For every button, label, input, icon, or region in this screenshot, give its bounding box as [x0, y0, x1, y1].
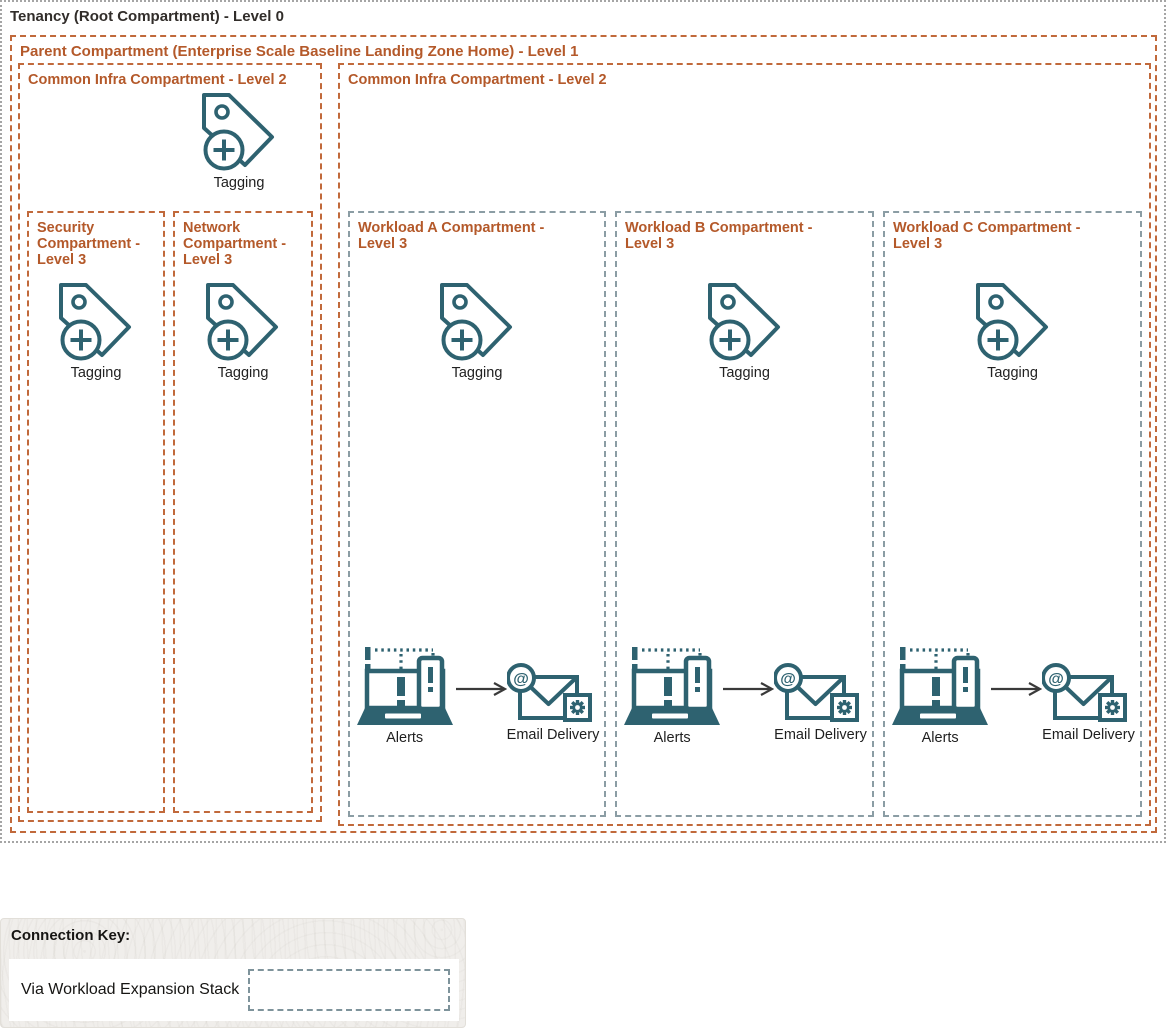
tagging-icon — [59, 283, 131, 361]
legend-item: Via Workload Expansion Stack — [9, 959, 459, 1021]
common-infra-right-title: Common Infra Compartment - Level 2 — [348, 72, 607, 88]
common-infra-compartment-right: Common Infra Compartment - Level 2 Workl… — [338, 63, 1151, 826]
tagging-label: Tagging — [70, 365, 122, 381]
workload-a-title: Workload A Compartment - Level 3 — [358, 220, 545, 253]
security-compartment: Security Compartment - Level 3 Tagging — [27, 211, 165, 813]
email-delivery-icon — [506, 663, 592, 722]
alerts-icon — [622, 645, 722, 727]
tagging-label: Tagging — [719, 365, 770, 381]
tenancy-title: Tenancy (Root Compartment) - Level 0 — [10, 8, 284, 25]
legend-item-label: Via Workload Expansion Stack — [21, 981, 240, 998]
tenancy-compartment: Tenancy (Root Compartment) - Level 0 Par… — [0, 0, 1166, 843]
alerts-label: Alerts — [653, 730, 691, 746]
email-delivery-label: Email Delivery — [506, 727, 600, 743]
alert-to-email-flow: Alerts Email Delivery — [617, 645, 872, 746]
email-delivery-icon — [1042, 663, 1128, 722]
tagging-icon — [707, 283, 780, 361]
email-delivery-node: Email Delivery — [506, 645, 600, 743]
tagging-node: Tagging — [350, 281, 604, 381]
alerts-node: Alerts — [890, 645, 990, 746]
tagging-label: Tagging — [451, 365, 503, 381]
alert-to-email-flow: Alerts Email Delivery — [885, 645, 1140, 746]
connection-key-legend: Connection Key: Via Workload Expansion S… — [0, 918, 466, 1028]
tagging-icon — [440, 283, 512, 361]
alert-to-email-flow: Alerts Email Delivery — [350, 645, 604, 746]
workload-expansion-stack-swatch — [248, 969, 451, 1011]
security-title: Security Compartment - Level 3 — [37, 220, 141, 269]
workload-c-compartment: Workload C Compartment - Level 3 Tagging… — [883, 211, 1142, 817]
email-delivery-label: Email Delivery — [1042, 727, 1135, 743]
connection-key-title: Connection Key: — [11, 927, 131, 944]
alerts-node: Alerts — [622, 645, 722, 746]
tagging-node: Tagging — [617, 281, 872, 381]
email-delivery-icon — [774, 663, 860, 722]
tagging-label: Tagging — [213, 175, 265, 191]
tagging-icon — [206, 283, 278, 361]
flow-arrow — [722, 681, 774, 697]
alerts-icon — [355, 645, 455, 727]
workload-a-compartment: Workload A Compartment - Level 3 Tagging… — [348, 211, 606, 817]
tagging-icon — [202, 93, 274, 171]
parent-compartment: Parent Compartment (Enterprise Scale Bas… — [10, 35, 1157, 833]
email-delivery-node: Email Delivery — [774, 645, 867, 743]
tagging-label: Tagging — [987, 365, 1038, 381]
alerts-label: Alerts — [386, 730, 424, 746]
alerts-icon — [890, 645, 990, 727]
tagging-icon — [975, 283, 1048, 361]
flow-arrow — [454, 681, 507, 697]
alerts-label: Alerts — [921, 730, 959, 746]
tagging-node: Tagging — [160, 91, 318, 191]
network-compartment: Network Compartment - Level 3 Tagging — [173, 211, 313, 813]
tagging-node: Tagging — [885, 281, 1140, 381]
common-infra-left-title: Common Infra Compartment - Level 2 — [28, 72, 287, 88]
tagging-node: Tagging — [29, 281, 163, 381]
tagging-label: Tagging — [217, 365, 269, 381]
workload-b-title: Workload B Compartment - Level 3 — [625, 220, 813, 253]
tagging-node: Tagging — [175, 281, 311, 381]
network-title: Network Compartment - Level 3 — [183, 220, 287, 269]
workload-b-compartment: Workload B Compartment - Level 3 Tagging… — [615, 211, 874, 817]
email-delivery-node: Email Delivery — [1042, 645, 1135, 743]
flow-arrow — [990, 681, 1042, 697]
email-delivery-label: Email Delivery — [774, 727, 867, 743]
workload-c-title: Workload C Compartment - Level 3 — [893, 220, 1081, 253]
parent-title: Parent Compartment (Enterprise Scale Bas… — [20, 43, 579, 60]
common-infra-compartment-left: Common Infra Compartment - Level 2 Taggi… — [18, 63, 322, 822]
alerts-node: Alerts — [355, 645, 455, 746]
